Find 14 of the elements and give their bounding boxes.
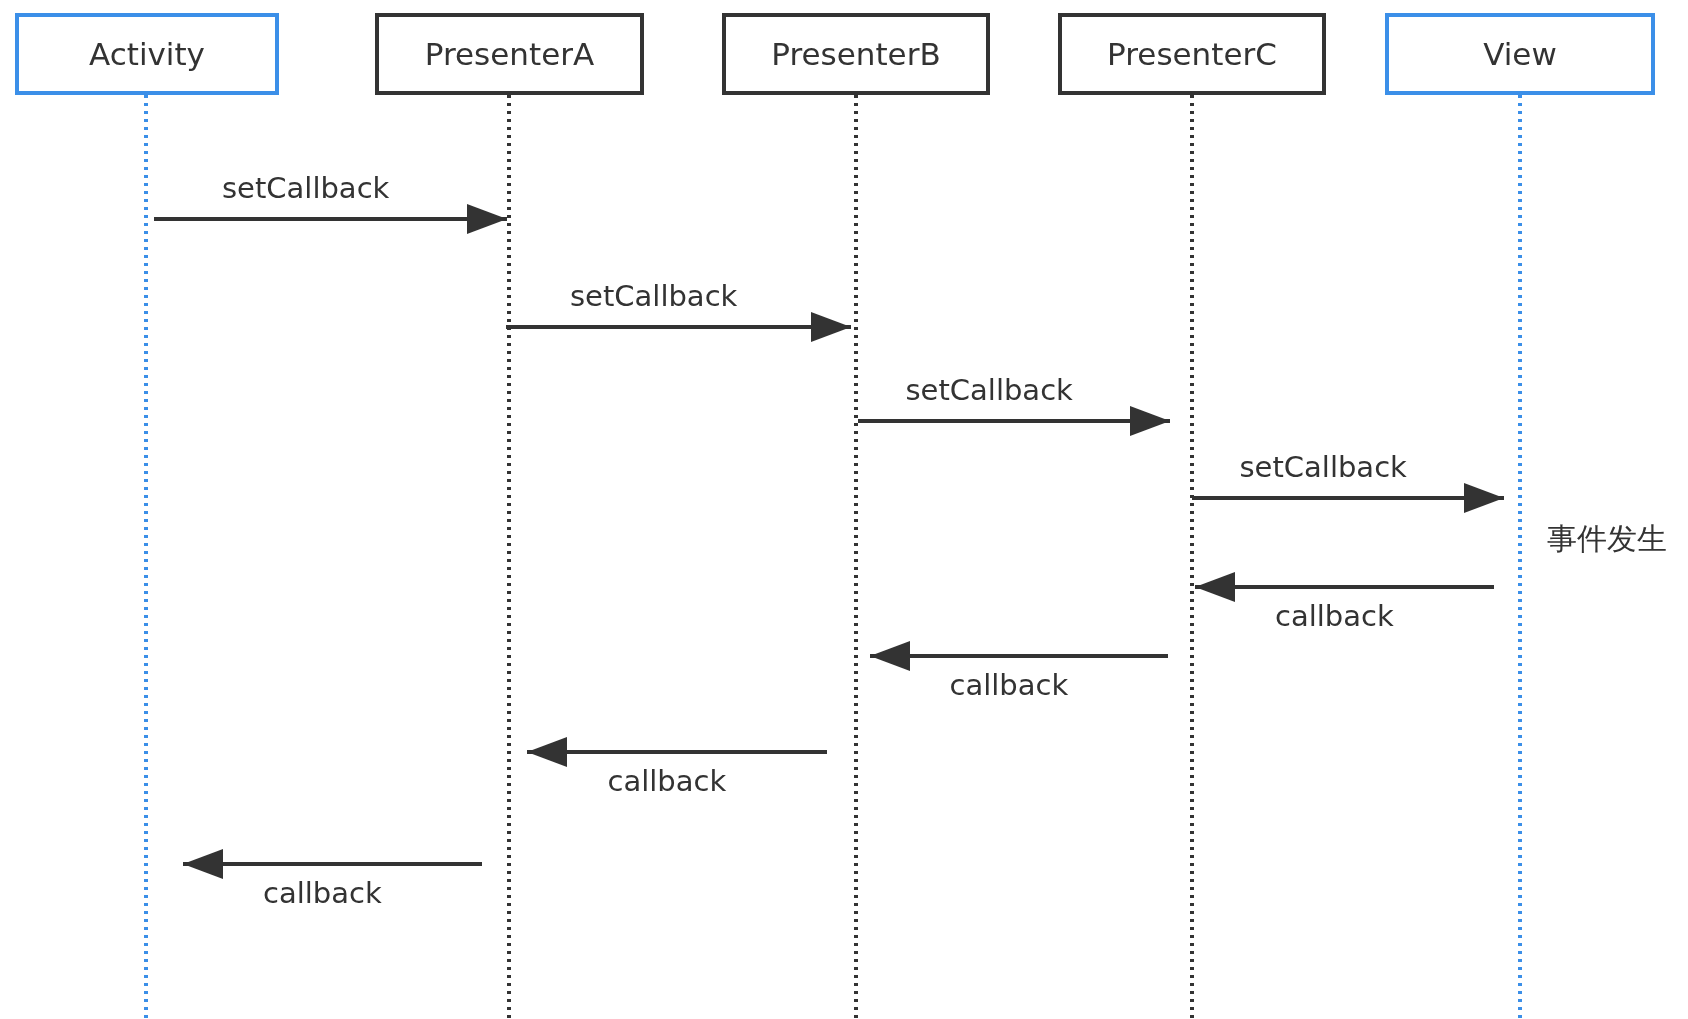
participant-name: PresenterB (771, 36, 941, 72)
message-arrow (870, 641, 1168, 671)
message-arrow (183, 849, 482, 879)
participant-name: PresenterA (424, 36, 595, 72)
message-arrow (858, 406, 1170, 436)
message-arrow (527, 737, 827, 767)
participant-name: Activity (89, 36, 205, 72)
event-note: 事件发生 (1545, 522, 1669, 555)
participant-name: View (1483, 36, 1557, 72)
message-arrow (154, 204, 507, 234)
message-arrow (1192, 483, 1504, 513)
message-arrow (506, 312, 851, 342)
message-arrow (1195, 572, 1494, 602)
participant-name: PresenterC (1107, 36, 1277, 72)
